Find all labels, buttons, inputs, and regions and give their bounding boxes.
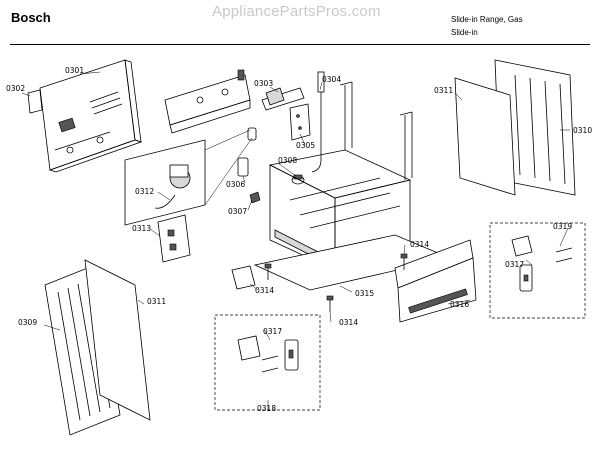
watermark: AppliancePartsPros.com	[212, 3, 381, 20]
part-0302-plate[interactable]	[27, 89, 43, 114]
callout-0314-left: 0314	[255, 286, 274, 295]
part-0306-insulator[interactable]	[237, 127, 257, 177]
detail-box-0319	[489, 222, 586, 319]
part-0307-clip[interactable]	[249, 191, 261, 204]
callout-0308: 0308	[278, 156, 297, 165]
callout-0316: 0316	[450, 300, 469, 309]
part-0312-ignitor[interactable]	[124, 139, 206, 226]
part-0314-screw[interactable]	[326, 295, 334, 312]
callout-0310: 0310	[573, 126, 592, 135]
callout-0314-bottom: 0314	[339, 318, 358, 327]
part-0310-side-panel[interactable]	[494, 59, 576, 196]
callout-0304: 0304	[322, 75, 341, 84]
part-0305-bracket[interactable]	[289, 103, 311, 141]
callout-0315: 0315	[355, 289, 374, 298]
part-0313-connector[interactable]	[157, 214, 191, 263]
part-bracket-small[interactable]	[231, 265, 256, 290]
callout-0319: 0319	[553, 222, 572, 231]
callout-0318: 0318	[257, 404, 276, 413]
part-0317-hinge[interactable]	[511, 235, 533, 292]
part-0303-bracket[interactable]	[164, 69, 305, 134]
leader-lines	[21, 71, 570, 410]
callout-0312: 0312	[135, 187, 154, 196]
callout-0317-lower: 0317	[263, 327, 282, 336]
callout-0309: 0309	[18, 318, 37, 327]
callout-0313: 0313	[132, 224, 151, 233]
part-0314-screw[interactable]	[264, 263, 272, 280]
model-title-line1: Slide-in Range, Gas	[451, 15, 523, 24]
callout-0306: 0306	[226, 180, 245, 189]
header-rule	[10, 44, 590, 45]
callout-0301: 0301	[65, 66, 84, 75]
callout-0314-right: 0314	[410, 240, 429, 249]
part-0316-kick-panel[interactable]	[394, 239, 477, 323]
callout-0307: 0307	[228, 207, 247, 216]
part-0311-insulation-right[interactable]	[454, 77, 516, 196]
detail-box-0318	[214, 314, 321, 411]
brand-label: Bosch	[11, 10, 51, 25]
model-title-line2: Slide-in	[451, 28, 478, 37]
callout-0303: 0303	[254, 79, 273, 88]
part-0311-insulation-left[interactable]	[84, 259, 151, 421]
callout-0302: 0302	[6, 84, 25, 93]
callout-0305: 0305	[296, 141, 315, 150]
callout-0317-box: 0317	[505, 260, 524, 269]
part-0304-sensor[interactable]	[311, 71, 325, 173]
part-0317-hinge-lower[interactable]	[237, 335, 299, 373]
callout-0311-right: 0311	[434, 86, 453, 95]
callout-0311-left: 0311	[147, 297, 166, 306]
part-0301-rear-panel[interactable]	[39, 59, 143, 173]
part-0319-screw[interactable]	[555, 247, 573, 263]
